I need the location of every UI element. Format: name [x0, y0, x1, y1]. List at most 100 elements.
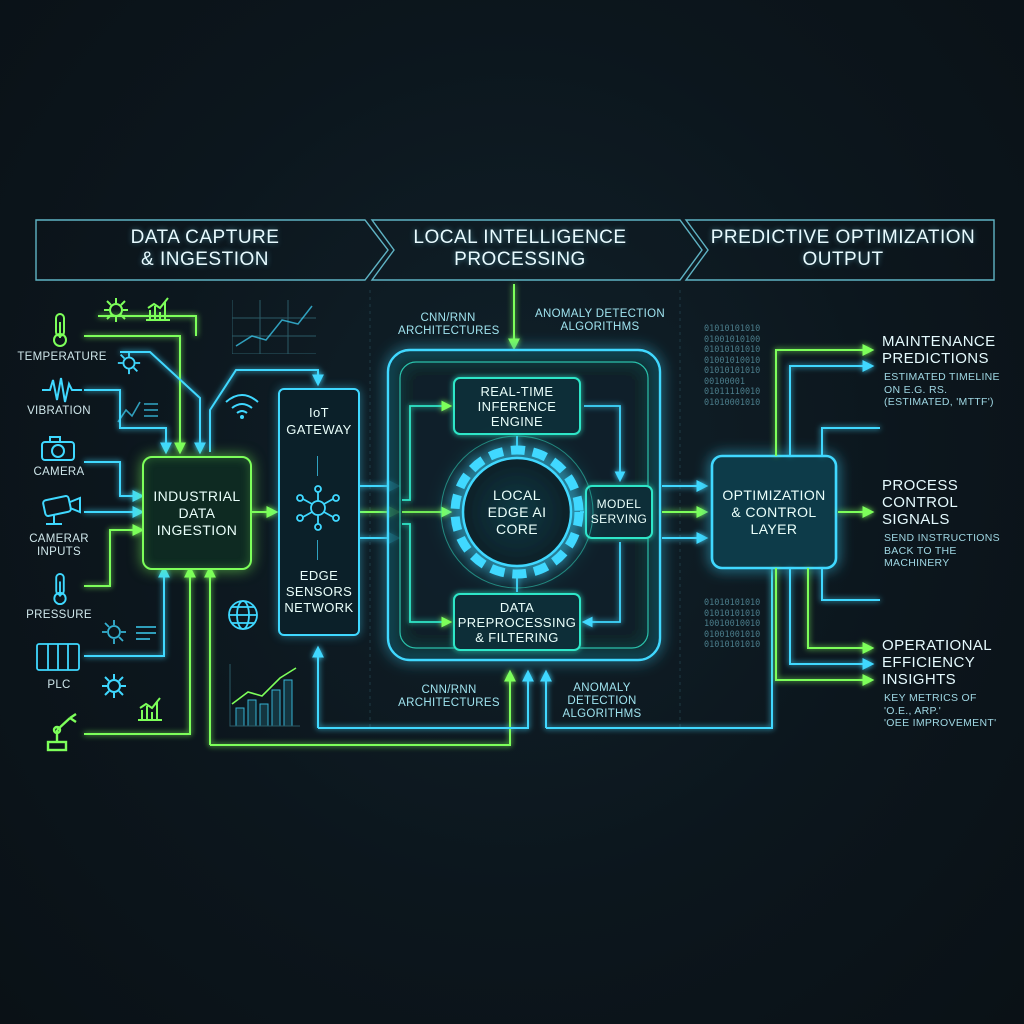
input-label-pressure: PRESSURE — [26, 609, 92, 621]
output-efficiency-title-line2: EFFICIENCY — [882, 654, 976, 671]
output-efficiency-desc: KEY METRICS OF 'O.E., ARP.' 'OEE IMPROVE… — [884, 692, 996, 730]
robot-arm-icon — [46, 713, 77, 752]
output-maintenance-title: MAINTENANCE PREDICTIONS — [882, 333, 996, 367]
header-data-capture-line1: DATA CAPTURE — [130, 227, 280, 248]
inference-line2: INFERENCE — [477, 398, 557, 414]
industrial-data-ingestion-box: INDUSTRIAL DATA INGESTION — [142, 456, 252, 570]
inference-line1: REAL-TIME — [480, 383, 554, 399]
output-process-control-desc: SEND INSTRUCTIONS BACK TO THE MACHINERY — [884, 532, 1000, 570]
thermometer-icon — [53, 572, 67, 606]
note-anomaly-top-line2: ALGORITHMS — [560, 321, 640, 333]
output-efficiency-title: OPERATIONAL EFFICIENCY INSIGHTS — [882, 637, 992, 688]
core-line1: LOCAL — [493, 486, 541, 503]
gateway-bottom-line2: SENSORS — [285, 584, 353, 599]
input-label-plc: PLC — [47, 679, 71, 691]
note-anomaly-bottom-line1: ANOMALY — [573, 682, 631, 694]
local-edge-ai-core: LOCAL EDGE AI CORE — [470, 476, 564, 548]
wifi-icon — [225, 394, 259, 419]
output-process-control-title: PROCESS CONTROL SIGNALS — [882, 477, 958, 528]
gear-icon — [102, 620, 156, 644]
header-predictive-optimization: PREDICTIVE OPTIMIZATION OUTPUT — [700, 218, 986, 280]
header-local-intelligence: LOCAL INTELLIGENCE PROCESSING — [400, 218, 640, 280]
serving-line2: SERVING — [590, 512, 648, 526]
gateway-top-line2: GATEWAY — [286, 422, 352, 437]
input-label-vibration: VIBRATION — [27, 405, 91, 417]
line-chart-icon — [232, 300, 316, 354]
output-process-desc-line3: MACHINERY — [884, 557, 950, 569]
note-cnn-rnn-top-line1: CNN/RNN — [420, 312, 476, 324]
iot-gateway-box — [278, 388, 360, 636]
ingestion-line2: DATA — [178, 504, 216, 521]
gateway-divider — [317, 540, 318, 560]
note-anomaly-bottom: ANOMALY DETECTION ALGORITHMS — [550, 682, 654, 721]
serving-line1: MODEL — [596, 497, 642, 511]
gear-icon — [102, 674, 126, 698]
gateway-divider — [317, 456, 318, 476]
note-anomaly-bottom-line2: DETECTION — [567, 695, 637, 707]
gear-icon — [104, 298, 128, 322]
note-anomaly-bottom-line3: ALGORITHMS — [562, 708, 642, 720]
gateway-top-line1: IoT — [309, 405, 329, 420]
gateway-bottom-line3: NETWORK — [284, 600, 354, 615]
output-efficiency-desc-line1: KEY METRICS OF — [884, 692, 977, 704]
output-efficiency-desc-line2: 'O.E., ARP.' — [884, 704, 942, 717]
video-camera-icon — [42, 495, 81, 525]
header-predictive-optimization-line1: PREDICTIVE OPTIMIZATION — [710, 227, 976, 248]
output-process-desc-line1: SEND INSTRUCTIONS — [884, 532, 1000, 544]
waveform-icon — [42, 377, 82, 403]
prep-line3: & FILTERING — [475, 629, 559, 645]
header-data-capture: DATA CAPTURE & INGESTION — [40, 218, 370, 280]
input-label-camerar: CAMERAR INPUTS — [14, 533, 104, 559]
output-maintenance-title-line1: MAINTENANCE — [882, 333, 996, 350]
inference-line3: ENGINE — [490, 413, 544, 429]
output-efficiency-title-line3: INSIGHTS — [882, 671, 957, 688]
core-line2: EDGE AI — [487, 503, 547, 520]
optimization-line2: & CONTROL — [731, 503, 817, 520]
output-maintenance-desc-line1: ESTIMATED TIMELINE — [884, 371, 1000, 383]
header-local-intelligence-line1: LOCAL INTELLIGENCE — [413, 227, 627, 248]
bar-chart-icon — [229, 664, 300, 727]
network-node-icon — [296, 485, 340, 531]
output-efficiency-desc-line3: 'OEE IMPROVEMENT' — [884, 717, 997, 729]
output-process-title-line2: CONTROL — [882, 494, 959, 511]
note-cnn-rnn-bottom-line2: ARCHITECTURES — [398, 697, 500, 709]
realtime-inference-engine-box: REAL-TIME INFERENCE ENGINE — [454, 380, 580, 432]
optimization-control-layer-box: OPTIMIZATION & CONTROL LAYER — [712, 458, 836, 566]
header-local-intelligence-line2: PROCESSING — [454, 249, 586, 270]
header-data-capture-line2: & INGESTION — [141, 249, 269, 270]
note-cnn-rnn-bottom: CNN/RNN ARCHITECTURES — [398, 684, 500, 710]
bar-chart-icon — [146, 297, 170, 321]
prep-line1: DATA — [499, 599, 535, 615]
note-cnn-rnn-top: CNN/RNN ARCHITECTURES — [398, 312, 499, 338]
note-cnn-rnn-bottom-line1: CNN/RNN — [421, 684, 477, 696]
gateway-bottom-line1: EDGE — [299, 568, 339, 583]
output-maintenance-title-line2: PREDICTIONS — [882, 350, 989, 367]
note-anomaly-top: ANOMALY DETECTION ALGORITHMS — [530, 308, 670, 334]
camera-icon — [41, 436, 75, 461]
ingestion-line3: INGESTION — [156, 521, 238, 538]
plc-rack-icon — [36, 643, 80, 671]
header-arrows — [35, 219, 995, 281]
output-process-title-line1: PROCESS — [882, 477, 959, 494]
binary-stream-bottom: 01010101010 01010101010 10010010010 0100… — [704, 598, 761, 650]
optimization-line3: LAYER — [750, 520, 798, 537]
thermometer-icon — [53, 313, 67, 347]
note-anomaly-top-line1: ANOMALY DETECTION — [535, 308, 665, 320]
edge-sensors-label: EDGE SENSORS NETWORK — [278, 564, 360, 620]
output-maintenance-desc-line2: ON E.G. RS. — [884, 383, 948, 396]
header-predictive-optimization-line2: OUTPUT — [802, 249, 884, 270]
line-chart-icon — [117, 401, 158, 423]
gear-icon — [117, 351, 141, 375]
data-preprocessing-box: DATA PREPROCESSING & FILTERING — [450, 596, 584, 648]
output-maintenance-desc: ESTIMATED TIMELINE ON E.G. RS. (ESTIMATE… — [884, 371, 1000, 409]
input-label-camerar-line1: CAMERAR — [29, 533, 89, 545]
core-line3: CORE — [495, 520, 539, 537]
binary-stream-top: 01010101010 01001010100 01010101010 0100… — [704, 324, 761, 408]
gateway-label: IoT GATEWAY — [278, 396, 360, 446]
ingestion-line1: INDUSTRIAL — [153, 487, 241, 504]
optimization-line1: OPTIMIZATION — [722, 486, 826, 503]
prep-line2: PREPROCESSING — [457, 614, 577, 630]
output-process-title-line3: SIGNALS — [882, 511, 950, 528]
output-efficiency-title-line1: OPERATIONAL — [882, 637, 992, 654]
